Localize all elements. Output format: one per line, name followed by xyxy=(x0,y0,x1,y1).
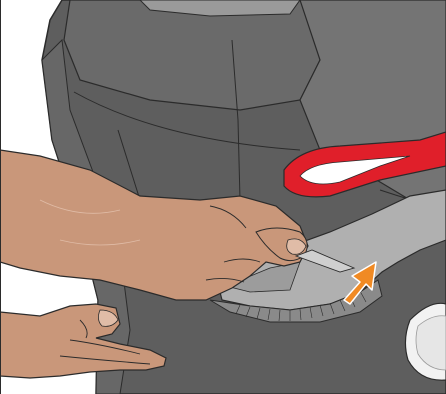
instruction-illustration xyxy=(0,0,446,394)
car-seat-belt-illustration xyxy=(0,0,446,394)
